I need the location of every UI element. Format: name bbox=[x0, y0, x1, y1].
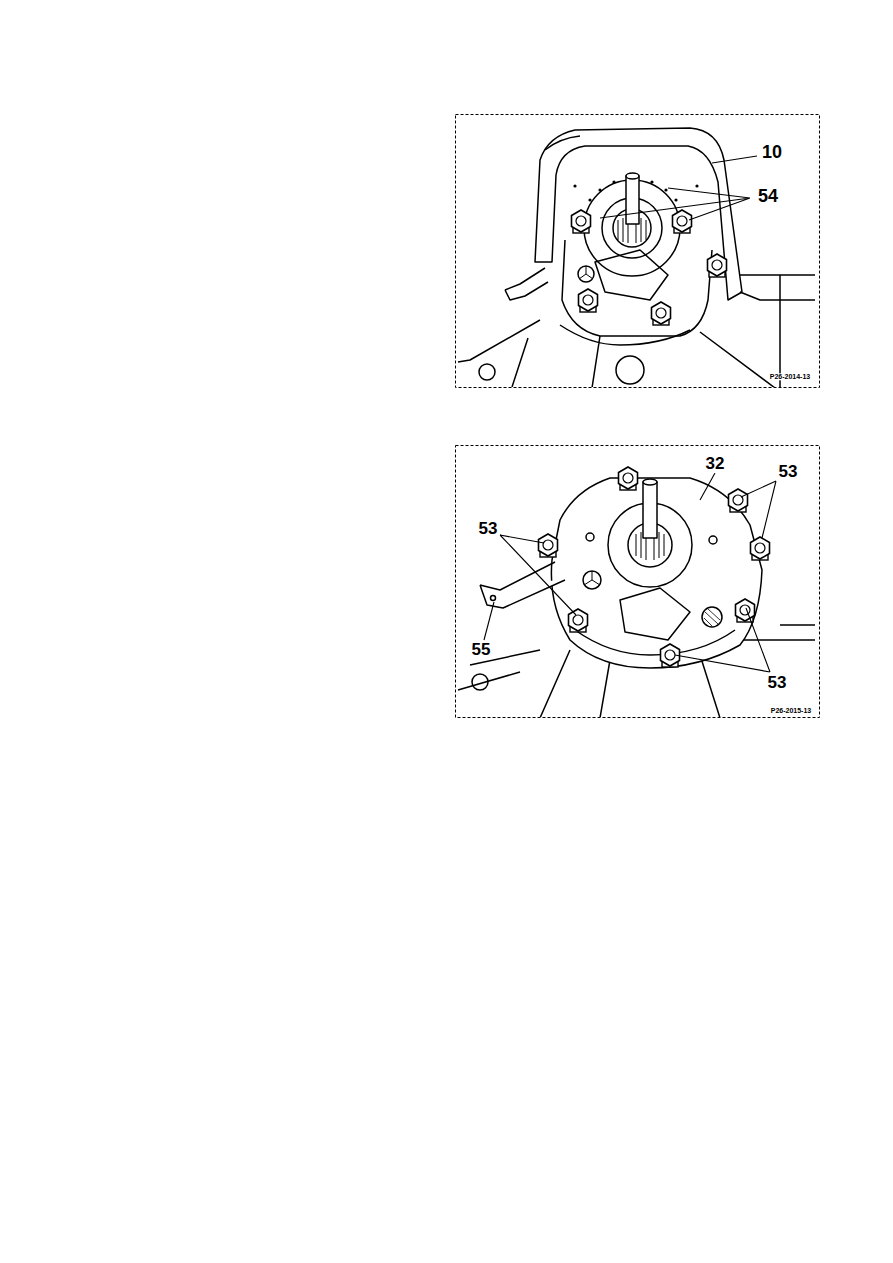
callout-number: 53 bbox=[766, 674, 789, 692]
callout-number: 54 bbox=[756, 187, 780, 206]
figure-code: P26-2014-13 bbox=[768, 373, 812, 380]
figure-code: P26-2015-13 bbox=[769, 707, 813, 714]
callout-number: 32 bbox=[704, 455, 727, 473]
callout-number: 53 bbox=[777, 463, 800, 481]
callout-number: 53 bbox=[477, 520, 500, 538]
callout-number: 10 bbox=[760, 143, 784, 162]
callout-number: 55 bbox=[470, 641, 493, 659]
